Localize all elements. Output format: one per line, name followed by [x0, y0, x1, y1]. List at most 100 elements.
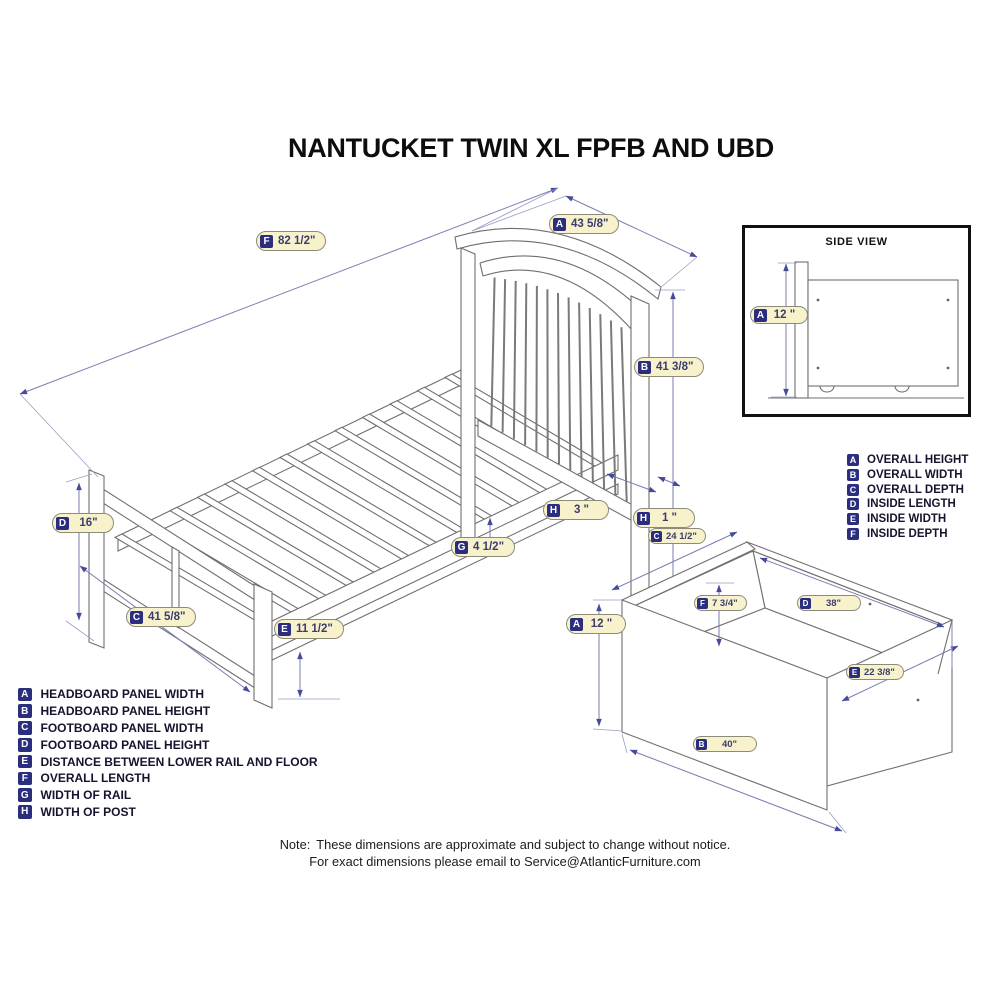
legend-row: B HEADBOARD PANEL HEIGHT: [18, 703, 318, 720]
dim-value: 7 3/4": [712, 597, 738, 609]
side-view-drawing: [768, 261, 964, 399]
legend-label: OVERALL LENGTH: [40, 771, 151, 786]
legend-label: INSIDE DEPTH: [867, 527, 948, 540]
dim-overall-length-badge: F 82 1/2": [256, 231, 327, 251]
legend-letter-icon: E: [847, 513, 859, 526]
dim-letter-icon: B: [638, 360, 651, 374]
side-view-title: SIDE VIEW: [825, 236, 888, 248]
dim-drawer-overall-height-badge: A 12 ": [566, 614, 626, 634]
dim-letter-icon: F: [697, 597, 708, 609]
dim-value: 24 1/2": [666, 530, 697, 542]
legend-letter-icon: A: [847, 454, 859, 467]
dim-value: 38": [825, 597, 842, 609]
page-title: NANTUCKET TWIN XL FPFB AND UBD: [288, 133, 774, 163]
note-line-1: Note:These dimensions are approximate an…: [279, 837, 731, 852]
note-prefix: Note:: [279, 837, 311, 852]
dim-sideview-height-badge: A 12 ": [750, 306, 808, 324]
dim-letter-icon: D: [800, 597, 811, 609]
legend-row: E DISTANCE BETWEEN LOWER RAIL AND FLOOR: [18, 753, 318, 770]
dim-drawer-inside-depth-badge: F 7 3/4": [694, 595, 747, 611]
dim-lower-rail-to-floor-badge: E 11 1/2": [274, 619, 344, 639]
legend-label: FOOTBOARD PANEL WIDTH: [40, 720, 204, 735]
dim-drawer-overall-width-badge: B 40": [693, 736, 757, 752]
dim-value: 1 ": [661, 512, 678, 524]
dim-letter-icon: E: [849, 666, 860, 678]
legend-letter-icon: F: [847, 527, 859, 540]
legend-row: H WIDTH OF POST: [18, 804, 318, 821]
dim-headboard-panel-width-badge: A 43 5/8": [549, 214, 620, 234]
note-line-2: For exact dimensions please email to Ser…: [309, 854, 701, 869]
dim-value: 3 ": [573, 504, 590, 516]
legend-label: INSIDE LENGTH: [867, 498, 956, 511]
side-view-inset: SIDE VIEW: [742, 225, 971, 417]
dim-footboard-panel-height-badge: D 16": [52, 513, 114, 533]
dim-value: 82 1/2": [278, 235, 316, 247]
legend-row: D FOOTBOARD PANEL HEIGHT: [18, 736, 318, 753]
legend-label: HEADBOARD PANEL WIDTH: [40, 687, 205, 702]
legend-letter-icon: B: [847, 469, 859, 482]
legend-row: D INSIDE LENGTH: [847, 497, 968, 512]
dim-footboard-panel-width-badge: C 41 5/8": [126, 607, 197, 627]
legend-label: OVERALL HEIGHT: [867, 454, 969, 467]
dim-value: 16": [79, 517, 98, 529]
legend-row: F INSIDE DEPTH: [847, 526, 968, 541]
legend-row: G WIDTH OF RAIL: [18, 787, 318, 804]
dim-rail-width-badge: G 4 1/2": [451, 537, 516, 557]
dim-letter-icon: D: [56, 516, 69, 530]
dim-value: 43 5/8": [571, 218, 609, 230]
dim-drawer-inside-width-badge: E 22 3/8": [846, 664, 904, 680]
legend-row: B OVERALL WIDTH: [847, 468, 968, 483]
dim-value: 41 3/8": [656, 361, 694, 373]
dim-letter-icon: E: [278, 622, 291, 636]
dim-value: 41 5/8": [148, 611, 186, 623]
dim-drawer-overall-depth-badge: C 24 1/2": [648, 528, 706, 544]
disclaimer-note: Note:These dimensions are approximate an…: [280, 836, 731, 870]
legend-letter-icon: C: [847, 483, 859, 496]
legend-letter-icon: F: [18, 771, 32, 786]
legend-label: WIDTH OF RAIL: [40, 788, 132, 803]
dim-letter-icon: C: [130, 610, 143, 624]
dim-letter-icon: A: [553, 217, 566, 231]
dim-value: 22 3/8": [864, 666, 895, 678]
legend-row: A HEADBOARD PANEL WIDTH: [18, 686, 318, 703]
dim-letter-icon: B: [696, 738, 707, 750]
dim-value: 40": [721, 738, 738, 750]
legend-label: DISTANCE BETWEEN LOWER RAIL AND FLOOR: [40, 754, 318, 769]
dim-value: 12 ": [590, 618, 613, 630]
dim-drawer-inside-length-badge: D 38": [797, 595, 861, 611]
drawer-drawing: [592, 531, 959, 834]
legend-letter-icon: H: [18, 805, 32, 819]
legend-label: OVERALL WIDTH: [867, 469, 963, 482]
bed-drawing: [19, 187, 698, 709]
legend-letter-icon: A: [18, 687, 32, 702]
legend-letter-icon: B: [18, 704, 32, 718]
dim-post-width-1-badge: H 1 ": [633, 508, 695, 528]
dim-value: 11 1/2": [296, 623, 333, 635]
legend-row: C FOOTBOARD PANEL WIDTH: [18, 720, 318, 737]
dim-letter-icon: G: [455, 540, 468, 554]
legend-letter-icon: D: [847, 498, 859, 511]
legend-letter-icon: D: [18, 738, 32, 752]
dim-letter-icon: C: [651, 530, 662, 542]
dim-letter-icon: H: [547, 503, 560, 517]
legend-row: A OVERALL HEIGHT: [847, 453, 968, 468]
dim-letter-icon: F: [260, 234, 273, 248]
legend-label: FOOTBOARD PANEL HEIGHT: [40, 737, 210, 752]
dim-letter-icon: H: [637, 511, 650, 525]
legend-row: F OVERALL LENGTH: [18, 770, 318, 787]
dim-post-width-3-badge: H 3 ": [543, 500, 609, 520]
legend-label: WIDTH OF POST: [40, 804, 136, 819]
legend-row: C OVERALL DEPTH: [847, 482, 968, 497]
legend-row: E INSIDE WIDTH: [847, 512, 968, 527]
bed-legend: A HEADBOARD PANEL WIDTH B HEADBOARD PANE…: [18, 686, 318, 820]
dim-letter-icon: A: [754, 308, 767, 322]
legend-letter-icon: C: [18, 721, 32, 735]
legend-letter-icon: E: [18, 754, 32, 769]
legend-label: HEADBOARD PANEL HEIGHT: [40, 704, 211, 719]
legend-label: OVERALL DEPTH: [867, 483, 964, 496]
dim-value: 4 1/2": [473, 541, 505, 553]
legend-label: INSIDE WIDTH: [867, 513, 947, 526]
dim-headboard-panel-height-badge: B 41 3/8": [634, 357, 705, 377]
